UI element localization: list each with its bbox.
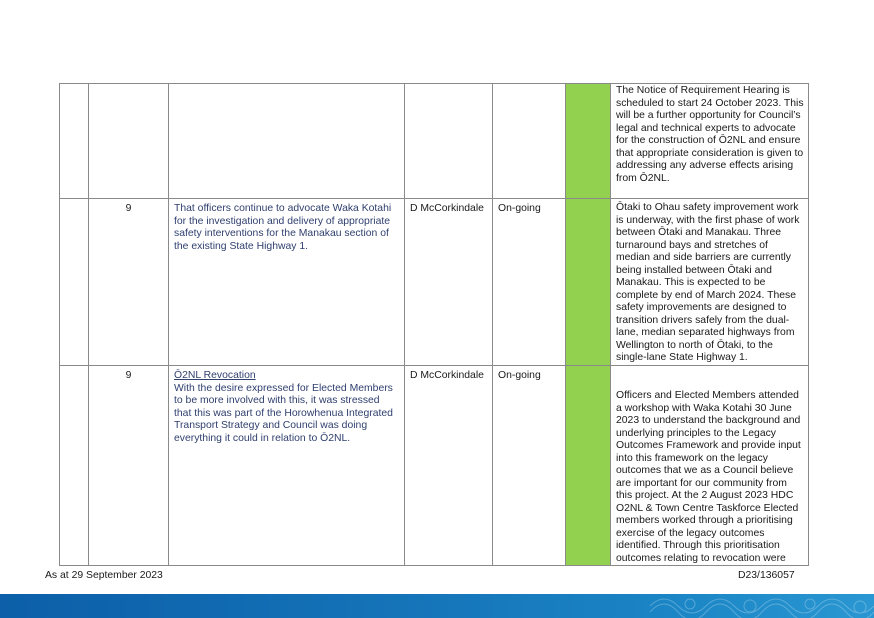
footer-doc-ref: D23/136057 (738, 570, 795, 581)
responsible-officer: D McCorkindale (404, 365, 493, 566)
responsible-officer (404, 83, 493, 199)
blank-cell (59, 365, 89, 566)
footer-band (0, 594, 874, 618)
item-number: 9 (88, 365, 169, 566)
status-text: On-going (492, 198, 566, 366)
recommendation-cell: Ō2NL Revocation With the desire expresse… (168, 365, 405, 566)
item-number (88, 83, 169, 199)
recommendation-text: With the desire expressed for Elected Me… (174, 382, 393, 444)
action-table: The Notice of Requirement Hearing is sch… (59, 83, 809, 566)
status-indicator (565, 365, 611, 566)
footer-date: As at 29 September 2023 (45, 570, 163, 581)
comment-text: The Notice of Requirement Hearing is sch… (610, 83, 809, 199)
status-indicator (565, 83, 611, 199)
table-row: 9 That officers continue to advocate Wak… (59, 198, 809, 366)
blank-cell (59, 198, 89, 366)
status-indicator (565, 198, 611, 366)
blank-cell (59, 83, 89, 199)
recommendation-text: That officers continue to advocate Waka … (174, 203, 392, 252)
comment-text: Officers and Elected Members attended a … (610, 365, 809, 566)
status-text: On-going (492, 365, 566, 566)
table-row: 9 Ō2NL Revocation With the desire expres… (59, 365, 809, 566)
responsible-officer: D McCorkindale (404, 198, 493, 366)
comment-text: Ōtaki to Ohau safety improvement work is… (610, 198, 809, 366)
recommendation-title[interactable]: Ō2NL Revocation (174, 370, 256, 381)
recommendation-cell: That officers continue to advocate Waka … (168, 198, 405, 366)
item-number: 9 (88, 198, 169, 366)
pattern-decoration-icon (650, 598, 874, 618)
recommendation-cell (168, 83, 405, 199)
status-text (492, 83, 566, 199)
table-row: The Notice of Requirement Hearing is sch… (59, 83, 809, 199)
